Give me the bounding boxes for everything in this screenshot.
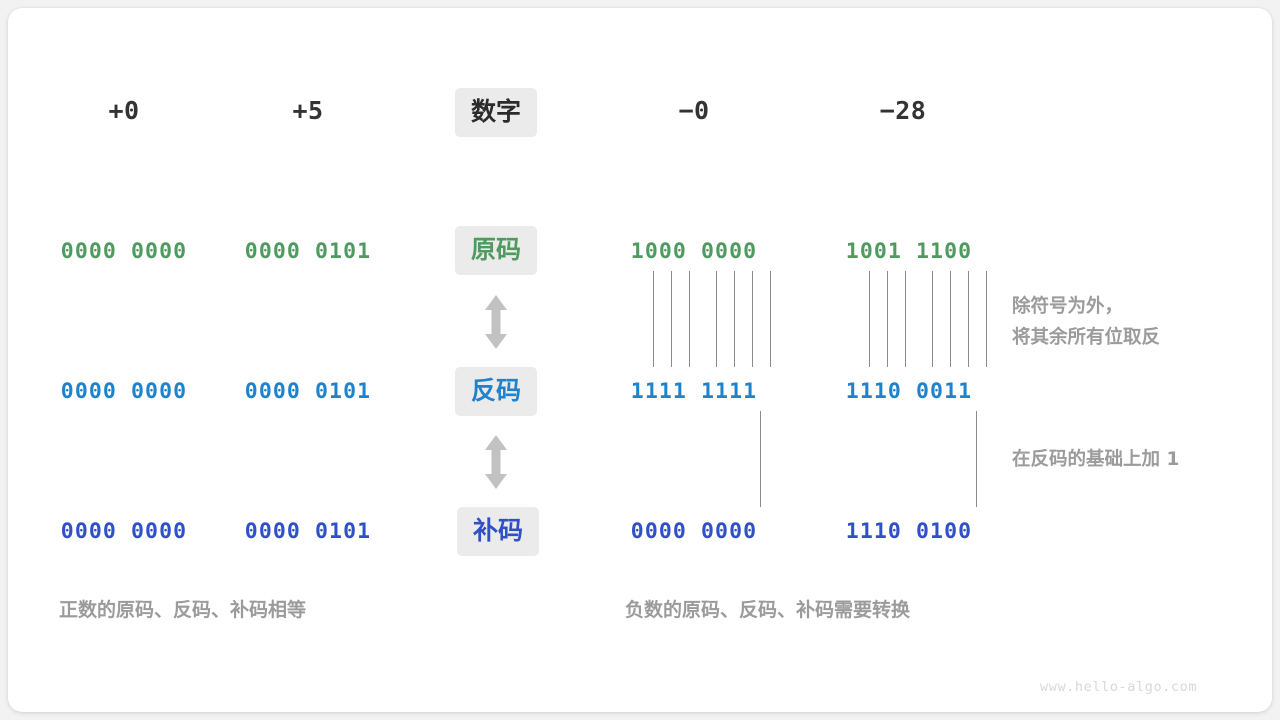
twos-complement-pos-five: 0000 0101	[244, 519, 372, 544]
true-form-neg-twentyeight: 1001 1100	[845, 239, 973, 264]
note-invert-line2: 将其余所有位取反	[1012, 327, 1161, 348]
true-form-neg-zero: 1000 0000	[630, 239, 758, 264]
header-neg-twentyeight: −28	[879, 96, 927, 125]
connector-invert-neg-zero-bit5	[716, 271, 718, 367]
true-form-pos-five: 0000 0101	[244, 239, 372, 264]
connector-invert-neg28-bit8	[986, 271, 988, 367]
connector-invert-neg28-bit4	[905, 271, 907, 367]
header-pos-five: +5	[292, 96, 324, 125]
connector-invert-neg-zero-bit7	[752, 271, 754, 367]
twos-complement-pos-zero: 0000 0000	[60, 519, 188, 544]
connector-invert-neg-zero-bit4	[689, 271, 691, 367]
connector-invert-neg-zero-bit2	[653, 271, 655, 367]
connector-invert-neg28-bit6	[950, 271, 952, 367]
row-label-ones-complement: 反码	[454, 367, 538, 416]
ones-complement-pos-zero: 0000 0000	[60, 379, 188, 404]
row-label-true-form: 原码	[454, 226, 538, 275]
row-label-number: 数字	[454, 88, 538, 137]
connector-invert-neg-zero-bit8	[770, 271, 772, 367]
diagram-stage: +0 +5 数字 −0 −28 0000 0000 0000 0101 原码 1…	[8, 8, 1272, 712]
twos-complement-neg-zero: 0000 0000	[630, 519, 758, 544]
connector-addone-neg28-lsb	[976, 411, 978, 507]
arrow-up-down-icon-add-one	[485, 435, 507, 489]
connector-invert-neg28-bit5	[932, 271, 934, 367]
note-invert: 除符号为外， 将其余所有位取反	[1012, 291, 1160, 353]
connector-invert-neg28-bit3	[887, 271, 889, 367]
connector-invert-neg28-bit7	[968, 271, 970, 367]
twos-complement-neg-twentyeight: 1110 0100	[845, 519, 973, 544]
connector-invert-neg28-bit2	[869, 271, 871, 367]
ones-complement-neg-twentyeight: 1110 0011	[845, 379, 973, 404]
note-add-one: 在反码的基础上加 1	[1012, 449, 1180, 470]
caption-positive: 正数的原码、反码、补码相等	[59, 599, 307, 621]
watermark: www.hello-algo.com	[1040, 679, 1198, 695]
true-form-pos-zero: 0000 0000	[60, 239, 188, 264]
diagram-card: +0 +5 数字 −0 −28 0000 0000 0000 0101 原码 1…	[8, 8, 1272, 712]
ones-complement-neg-zero: 1111 1111	[630, 379, 758, 404]
connector-addone-neg-zero-lsb	[760, 411, 762, 507]
caption-negative: 负数的原码、反码、补码需要转换	[625, 599, 911, 621]
header-pos-zero: +0	[108, 96, 140, 125]
connector-invert-neg-zero-bit3	[671, 271, 673, 367]
connector-invert-neg-zero-bit6	[734, 271, 736, 367]
ones-complement-pos-five: 0000 0101	[244, 379, 372, 404]
note-invert-line1: 除符号为外，	[1012, 296, 1124, 317]
header-neg-zero: −0	[678, 96, 710, 125]
arrow-up-down-icon-invert	[485, 295, 507, 349]
row-label-twos-complement: 补码	[456, 507, 540, 556]
